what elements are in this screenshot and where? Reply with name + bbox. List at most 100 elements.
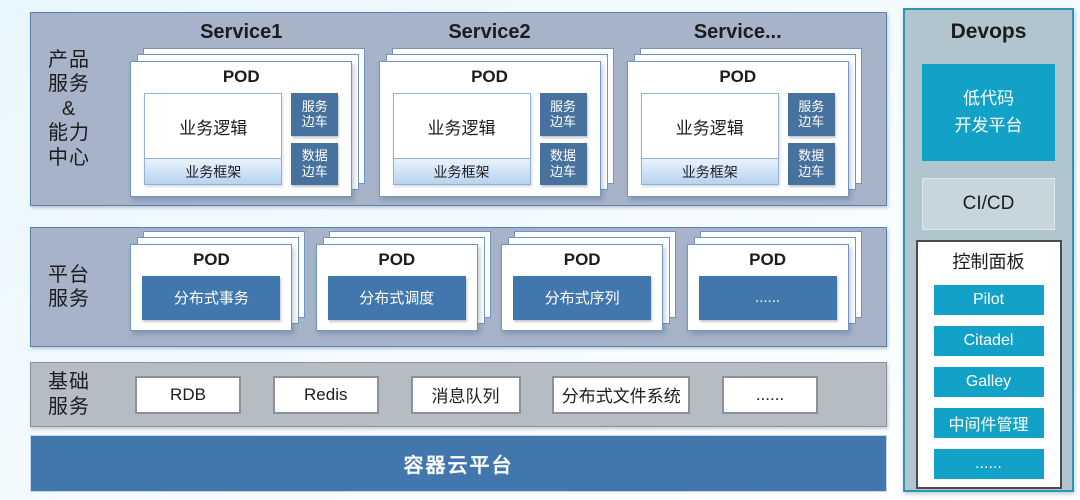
band-label-line: 产品	[48, 49, 90, 72]
pod-stack: POD 分布式序列	[501, 243, 664, 331]
service-title: Service2	[448, 21, 531, 43]
product-services-band: 产品 服务 & 能力 中心 Service1 POD 业务逻辑 业务框架	[30, 12, 887, 206]
panel-button-citadel: Citadel	[933, 326, 1044, 356]
infra-item-redis: Redis	[272, 375, 379, 414]
sidecar-text: 服务	[798, 98, 825, 114]
infra-item-mq: 消息队列	[410, 375, 521, 414]
pod-label: POD	[563, 249, 601, 269]
band-label-product: 产品 服务 & 能力 中心	[31, 13, 107, 205]
pod-label: POD	[719, 67, 757, 86]
band-label-line: 服务	[48, 288, 90, 310]
platform-service-bar: 分布式调度	[327, 275, 466, 320]
pod-label: POD	[471, 67, 508, 86]
pod-stack: POD 业务逻辑 业务框架 服务 边车	[378, 61, 601, 197]
data-sidecar-box: 数据 边车	[787, 142, 835, 185]
band-label-line: 基础	[48, 371, 90, 394]
pod-card: POD 分布式事务	[130, 243, 293, 331]
panel-button-more: ......	[933, 449, 1044, 479]
pod-label: POD	[192, 249, 230, 269]
pod-card: POD ......	[686, 243, 849, 331]
sidecar-text: 边车	[301, 163, 328, 179]
sidecar-text: 服务	[301, 98, 328, 114]
pod-card: POD 业务逻辑 业务框架 服务 边车	[626, 61, 849, 197]
infra-services-band: 基础 服务 RDB Redis 消息队列 分布式文件系统 ......	[30, 362, 887, 427]
pod-stack: POD 业务逻辑 业务框架 服务 边车	[626, 61, 849, 197]
panel-button-galley: Galley	[933, 367, 1044, 397]
platform-pods: POD 分布式事务 POD 分布式调度 POD 分布式序列	[107, 228, 886, 346]
panel-button-pilot: Pilot	[933, 285, 1044, 315]
data-sidecar-box: 数据 边车	[539, 142, 587, 185]
pod-stack: POD 分布式调度	[315, 243, 478, 331]
infra-item-dfs: 分布式文件系统	[552, 375, 691, 414]
business-logic-label: 业务逻辑	[427, 118, 496, 138]
low-code-platform-box: 低代码 开发平台	[922, 64, 1055, 161]
pod-card: POD 分布式调度	[315, 243, 478, 331]
service-groups: Service1 POD 业务逻辑 业务框架 服务	[107, 13, 886, 205]
pod-stack: POD ......	[686, 243, 849, 331]
service-group-1: Service1 POD 业务逻辑 业务框架 服务	[127, 13, 355, 205]
pod-label: POD	[749, 249, 786, 269]
sidecar-text: 边车	[549, 163, 576, 179]
service-sidecar-box: 服务 边车	[539, 93, 587, 136]
band-label-line: &	[61, 97, 77, 120]
sidecar-text: 数据	[301, 148, 328, 164]
service-title: Service1	[200, 21, 283, 43]
pod-label: POD	[222, 67, 260, 86]
platform-pod-3: POD 分布式序列	[501, 243, 664, 331]
infra-item-more: ......	[722, 375, 818, 414]
band-label-platform: 平台 服务	[31, 228, 107, 346]
sidecar-text: 边车	[798, 114, 825, 130]
pod-card: POD 业务逻辑 业务框架 服务 边车	[130, 61, 353, 197]
pod-card: POD 分布式序列	[501, 243, 664, 331]
service-sidecar-box: 服务 边车	[787, 93, 835, 136]
control-panel: 控制面板 Pilot Citadel Galley 中间件管理 ......	[915, 240, 1062, 489]
low-code-text: 低代码	[963, 89, 1014, 109]
sidecar-text: 数据	[798, 148, 825, 164]
control-panel-title: 控制面板	[952, 252, 1025, 272]
platform-service-bar: 分布式序列	[513, 275, 652, 320]
sidecar-text: 数据	[549, 148, 576, 164]
business-logic-box: 业务逻辑 业务框架	[392, 93, 531, 185]
platform-pod-4: POD ......	[686, 243, 849, 331]
platform-service-bar: ......	[698, 275, 837, 320]
service-group-2: Service2 POD 业务逻辑 业务框架 服务	[376, 13, 604, 205]
sidecar-text: 边车	[301, 114, 328, 130]
container-cloud-label: 容器云平台	[403, 455, 514, 477]
pod-card: POD 业务逻辑 业务框架 服务 边车	[378, 61, 601, 197]
band-label-line: 能力	[48, 122, 90, 145]
cicd-box: CI/CD	[922, 178, 1055, 230]
devops-column: Devops 低代码 开发平台 CI/CD 控制面板 Pilot Citadel…	[903, 8, 1074, 492]
service-title: Service...	[693, 21, 782, 43]
band-label-line: 服务	[48, 73, 90, 96]
low-code-text: 开发平台	[954, 115, 1023, 135]
pod-stack: POD 分布式事务	[130, 243, 293, 331]
business-framework-bar: 业务框架	[641, 158, 778, 184]
band-label-line: 平台	[48, 263, 90, 286]
service-sidecar-box: 服务 边车	[291, 93, 339, 136]
sidecar-text: 服务	[549, 98, 576, 114]
data-sidecar-box: 数据 边车	[291, 142, 339, 185]
pod-body: 业务逻辑 业务框架 服务 边车 数据 边车	[628, 91, 848, 196]
band-label-infra: 基础 服务	[31, 370, 107, 419]
sidecars: 服务 边车 数据 边车	[539, 93, 587, 185]
sidecar-text: 边车	[798, 163, 825, 179]
pod-stack: POD 业务逻辑 业务框架 服务 边车	[130, 61, 353, 197]
platform-services-band: 平台 服务 POD 分布式事务 POD 分布式调度	[30, 227, 887, 347]
sidecar-text: 边车	[549, 114, 576, 130]
infra-item-rdb: RDB	[135, 375, 241, 414]
pod-label: POD	[378, 249, 416, 269]
business-logic-box: 业务逻辑 业务框架	[640, 93, 779, 185]
platform-pod-2: POD 分布式调度	[315, 243, 478, 331]
service-group-3: Service... POD 业务逻辑 业务框架 服务	[624, 13, 852, 205]
business-logic-box: 业务逻辑 业务框架	[144, 93, 283, 185]
devops-title: Devops	[950, 20, 1027, 43]
pod-body: 业务逻辑 业务框架 服务 边车 数据 边车	[380, 91, 600, 196]
business-logic-label: 业务逻辑	[675, 118, 744, 138]
band-label-line: 中心	[48, 146, 90, 169]
platform-service-bar: 分布式事务	[142, 275, 281, 320]
business-framework-bar: 业务框架	[393, 158, 530, 184]
sidecars: 服务 边车 数据 边车	[291, 93, 339, 185]
band-label-line: 服务	[48, 395, 90, 418]
sidecars: 服务 边车 数据 边车	[787, 93, 835, 185]
